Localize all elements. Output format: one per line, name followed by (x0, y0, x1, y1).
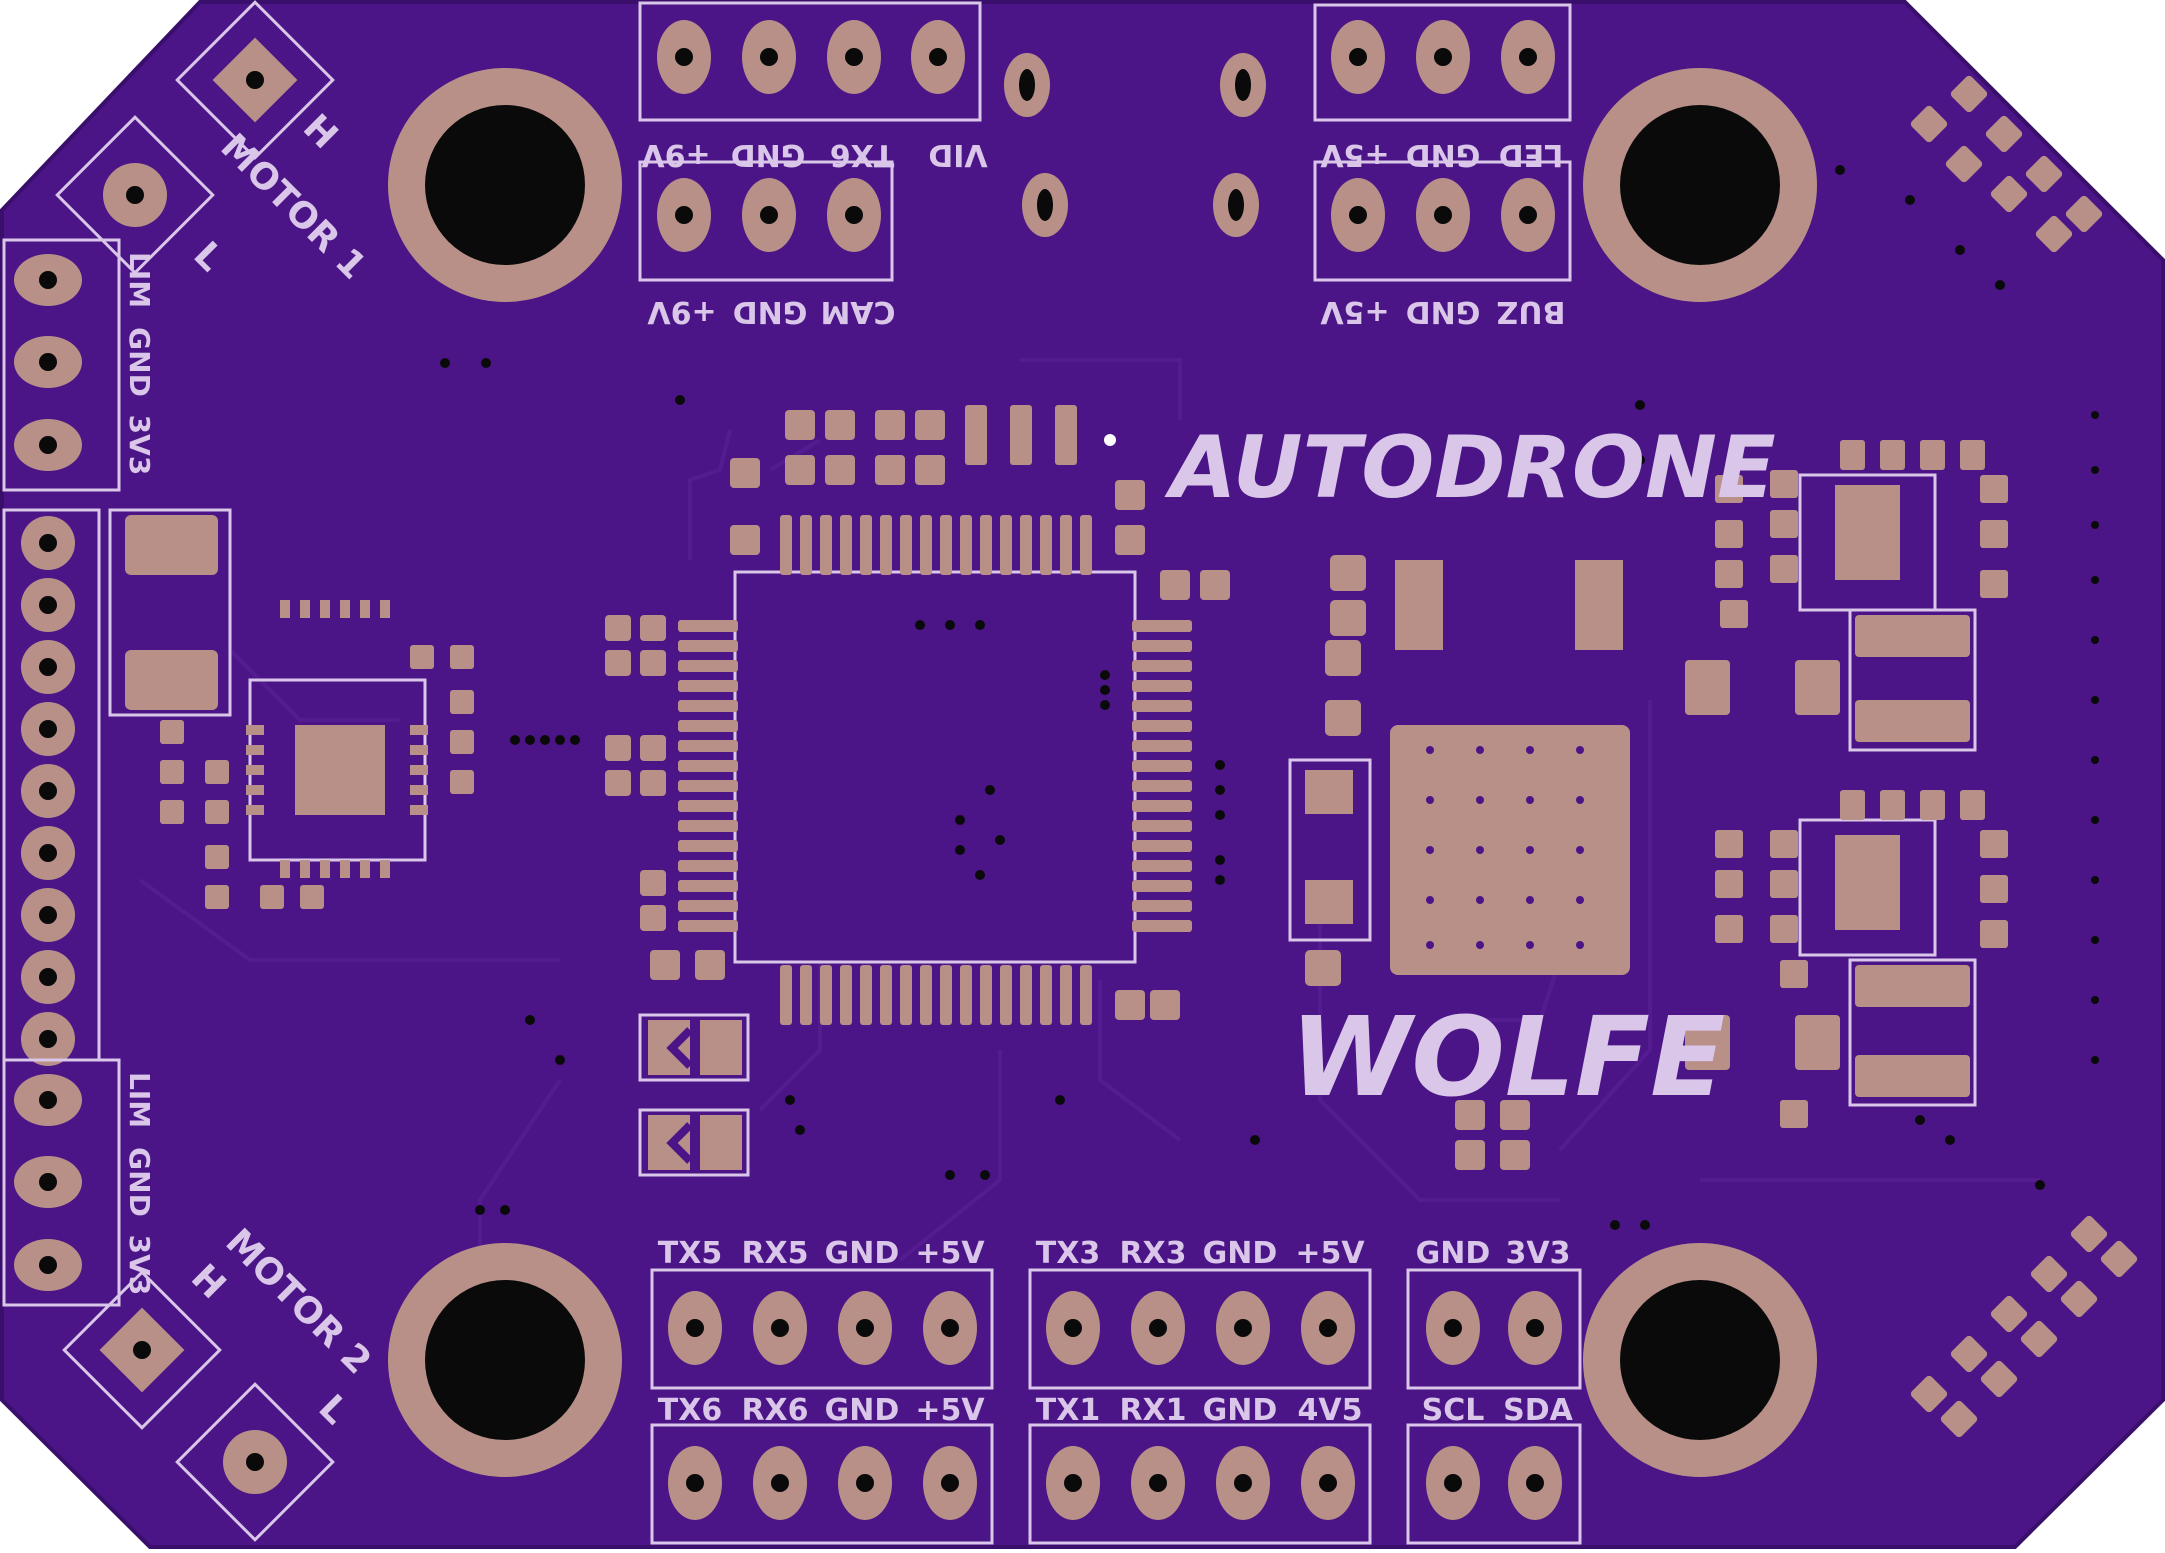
header-uart5: TX5 RX5 GND +5V (650, 1236, 994, 1390)
left-bottom-pin-label: GND (123, 1147, 156, 1217)
uart6-pin-label: RX6 (741, 1393, 808, 1428)
led-pin-label: +5V (1320, 137, 1390, 172)
header-camera: CAM GND +9V (638, 160, 896, 329)
camera-pin-label: +9V (647, 294, 717, 329)
uart3-pin-label: +5V (1295, 1236, 1365, 1271)
uart5-pin-label: +5V (915, 1236, 985, 1271)
buzzer-pin-label: +5V (1320, 294, 1390, 329)
uart6-pin-label: GND (825, 1393, 900, 1428)
uart5-pin-label: TX5 (658, 1236, 722, 1271)
diodes (638, 1013, 750, 1177)
mounting-holes (388, 68, 1817, 1477)
header-uart1: TX1 RX1 GND 4V5 (1028, 1393, 1372, 1545)
buzzer-pin-label: GND (1406, 294, 1481, 329)
driver-top (1685, 440, 2008, 752)
mcu-chip (605, 405, 1230, 1025)
uart3-pin-label: RX3 (1119, 1236, 1186, 1271)
imu-chip (160, 600, 474, 909)
header-uart3: TX3 RX3 GND +5V (1028, 1236, 1372, 1390)
uart6-pin-label: TX6 (658, 1393, 722, 1428)
left-bottom-pin-label: LIM (123, 1072, 156, 1128)
i2c-pin-label: SDA (1503, 1393, 1574, 1428)
driver-bottom (1685, 790, 2008, 1128)
left-top-pin-label: 3V3 (123, 415, 156, 476)
camera-pin-label: CAM (820, 294, 895, 329)
pads-bottom-right (1910, 1215, 2138, 1438)
video-pin-label: TX6 (830, 137, 894, 172)
header-uart6: TX6 RX6 GND +5V (650, 1393, 994, 1545)
video-pin-label: GND (731, 137, 806, 172)
header-power: GND 3V3 (1406, 1236, 1582, 1390)
uart6-pin-label: +5V (915, 1393, 985, 1428)
video-pin-label: +9V (641, 137, 711, 172)
header-left-top: LIM GND 3V3 (2, 238, 156, 492)
power-pin-label: GND (1416, 1236, 1491, 1271)
uart3-pin-label: GND (1203, 1236, 1278, 1271)
left-bottom-pin-label: 3V3 (123, 1235, 156, 1296)
led-pin-label: GND (1406, 137, 1481, 172)
vias (440, 165, 2099, 1230)
left-top-pin-label: LIM (123, 252, 156, 308)
led-pin-label: LED (1499, 137, 1564, 172)
uart5-pin-label: GND (825, 1236, 900, 1271)
board-subtitle: WOLFE (1290, 993, 1725, 1121)
header-buzzer: BUZ GND +5V (1313, 160, 1572, 329)
capacitor-left (108, 508, 232, 717)
uart1-pin-label: TX1 (1036, 1393, 1100, 1428)
video-pin-label: VID (928, 137, 987, 172)
header-i2c: SCL SDA (1406, 1393, 1582, 1545)
uart5-pin-label: RX5 (741, 1236, 808, 1271)
uart1-pin-label: GND (1203, 1393, 1278, 1428)
camera-pin-label: GND (733, 294, 808, 329)
left-top-pin-label: GND (123, 327, 156, 397)
header-left-bottom: LIM GND 3V3 (2, 1058, 156, 1307)
pads-top-right (1910, 75, 2103, 253)
header-video: VID TX6 GND +9V (638, 1, 988, 172)
power-pin-label: 3V3 (1506, 1236, 1571, 1271)
usb-slots (1004, 53, 1266, 237)
uart3-pin-label: TX3 (1036, 1236, 1100, 1271)
board-title: AUTODRONE (1164, 418, 1776, 518)
regulator (1288, 555, 1630, 1170)
header-led: LED GND +5V (1313, 3, 1572, 172)
i2c-pin-label: SCL (1422, 1393, 1485, 1428)
uart1-pin-label: RX1 (1119, 1393, 1186, 1428)
uart1-pin-label: 4V5 (1298, 1393, 1363, 1428)
buzzer-pin-label: BUZ (1497, 294, 1566, 329)
